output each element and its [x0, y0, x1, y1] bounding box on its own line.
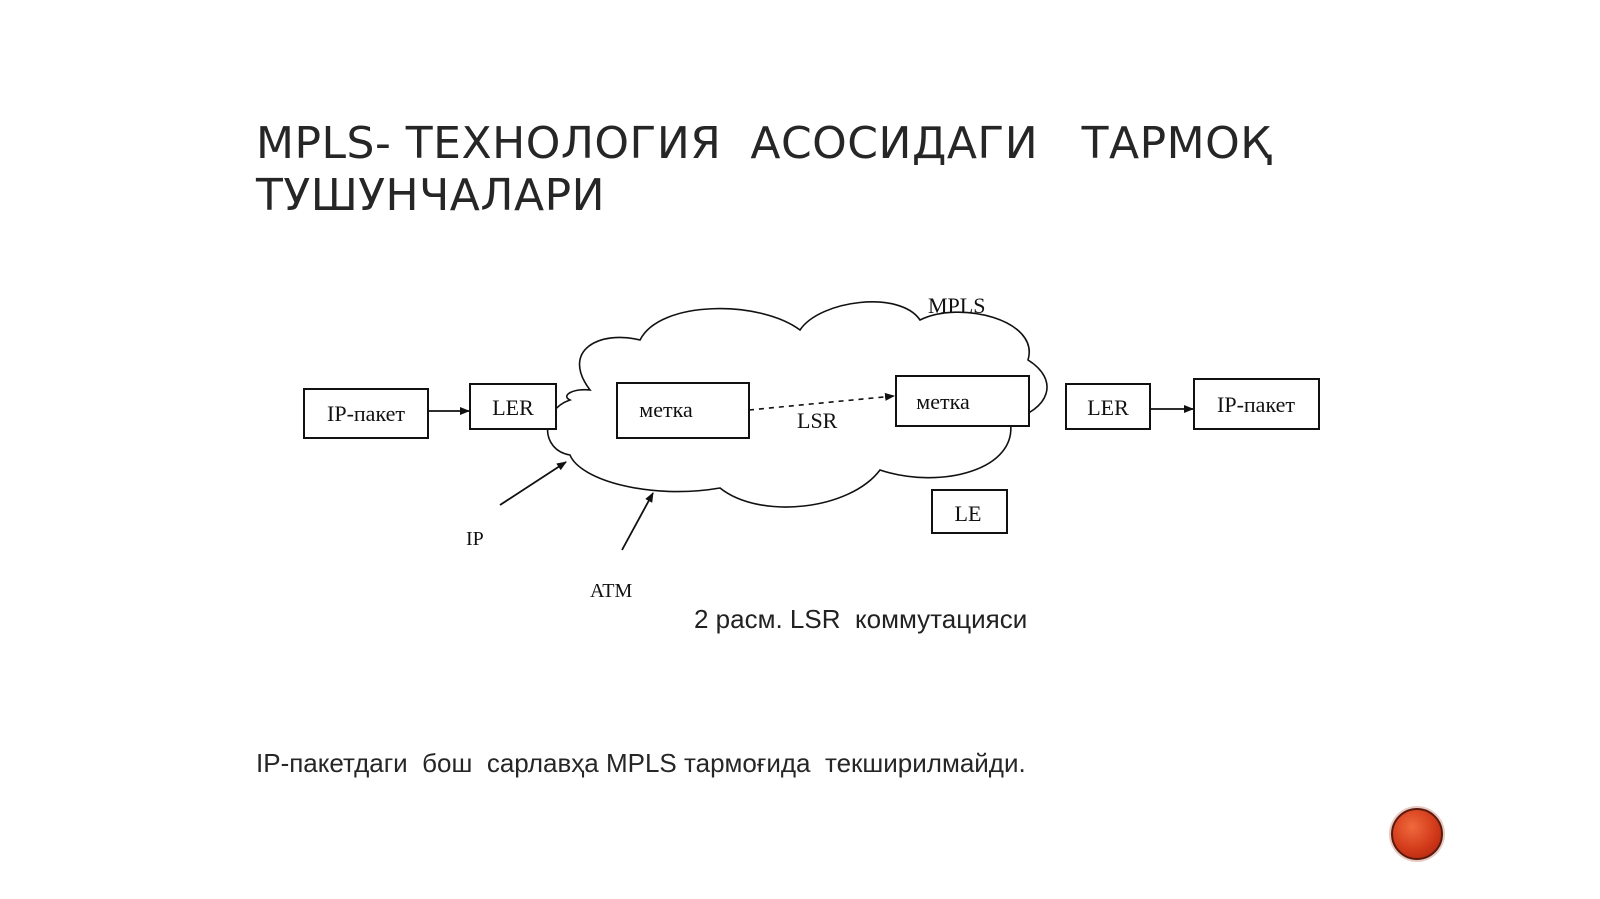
ler-out-box	[1065, 383, 1151, 430]
le-box	[931, 489, 1008, 534]
ip-packet-out-box	[1193, 378, 1320, 430]
arrow-atm-into-cloud	[621, 492, 654, 551]
slide-title-line-2: ТУШУНЧАЛАРИ	[256, 170, 606, 221]
cloud-label: MPLS	[928, 293, 985, 318]
ip-label: IP	[466, 528, 484, 550]
label-1-box	[616, 382, 750, 439]
lsr-label: LSR	[797, 408, 838, 433]
ler-in-label: LER	[492, 395, 534, 420]
ler-out-label: LER	[1087, 395, 1129, 420]
ip-packet-in-label: IP-пакет	[327, 401, 405, 426]
slide-nav-button[interactable]	[1391, 808, 1443, 860]
ip-packet-in-box	[303, 388, 429, 439]
atm-label: ATM	[590, 580, 632, 602]
arrow-ip-into-cloud	[499, 461, 567, 506]
le-label: LE	[955, 501, 982, 526]
ler-in-box	[469, 383, 557, 430]
figure-caption: 2 расм. LSR коммутацияси	[694, 604, 1028, 634]
label-2-box	[895, 375, 1030, 427]
label-1-text: метка	[639, 397, 693, 422]
ip-packet-out-label: IP-пакет	[1217, 392, 1295, 417]
slide-footnote: IP-пакетдаги бош сарлавҳа MPLS тармоғида…	[256, 748, 1026, 778]
label-2-text: метка	[916, 389, 970, 414]
arrow-lsr-path	[748, 392, 895, 411]
slide-title-line-1: MPLS- ТЕХНОЛОГИЯ АСОСИДАГИ ТАРМОҚ	[256, 118, 1272, 169]
